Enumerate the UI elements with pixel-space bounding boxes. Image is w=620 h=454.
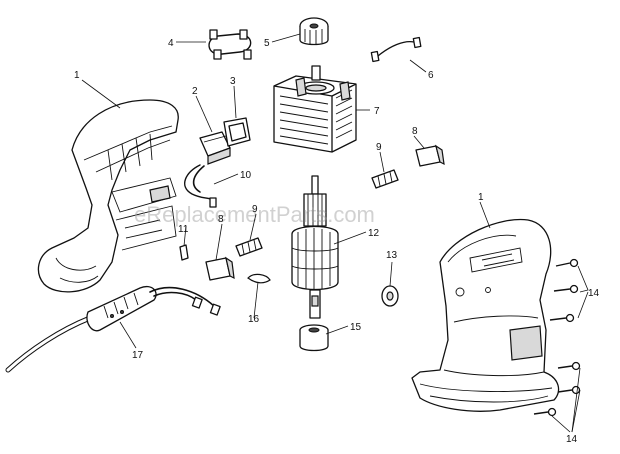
callout-8-bottom: 8 — [218, 214, 224, 225]
callout-7: 7 — [374, 106, 380, 117]
field-stator[interactable] — [273, 65, 357, 153]
callout-9-top: 9 — [376, 142, 382, 153]
callout-9-bottom: 9 — [252, 204, 258, 215]
bearing[interactable] — [299, 324, 329, 352]
right-housing-half[interactable] — [411, 218, 560, 412]
wire-harness[interactable] — [183, 164, 217, 208]
leader-lines — [81, 33, 589, 433]
callout-5: 5 — [264, 38, 270, 49]
carbon-brush-bottom[interactable] — [235, 237, 263, 257]
callout-16: 16 — [248, 314, 260, 325]
callout-14-top: 14 — [588, 288, 600, 299]
callout-6: 6 — [428, 70, 434, 81]
brush-holder-top[interactable] — [415, 144, 445, 167]
switch[interactable] — [199, 131, 231, 165]
armature[interactable] — [291, 175, 339, 319]
spring-11[interactable] — [179, 244, 189, 261]
clip-16[interactable] — [247, 273, 271, 284]
callout-3: 3 — [230, 76, 236, 87]
callout-13: 13 — [386, 250, 398, 261]
power-cord[interactable] — [5, 285, 221, 373]
carbon-brush-top[interactable] — [371, 169, 399, 189]
callouts: 1 2 3 4 5 6 7 8 9 10 9 8 11 12 13 1 14 1… — [74, 38, 600, 445]
washer[interactable] — [381, 285, 399, 307]
callout-12: 12 — [368, 228, 380, 239]
callout-1-left: 1 — [74, 70, 80, 81]
callout-2: 2 — [192, 86, 198, 97]
wire-lead-4[interactable] — [208, 29, 252, 60]
callout-11: 11 — [178, 224, 189, 235]
wire-lead-6[interactable] — [370, 36, 422, 63]
screws-lower[interactable] — [533, 361, 581, 417]
callout-4: 4 — [168, 38, 174, 49]
screws-upper[interactable] — [549, 258, 579, 323]
fan[interactable] — [299, 17, 329, 46]
callout-10: 10 — [240, 170, 252, 181]
callout-17: 17 — [132, 350, 144, 361]
callout-8-top: 8 — [412, 126, 418, 137]
watermark-text: eReplacementParts.com — [134, 202, 375, 227]
callout-15: 15 — [350, 322, 362, 333]
callout-1-right: 1 — [478, 192, 484, 203]
switch-cover[interactable] — [223, 117, 251, 147]
callout-14-bottom: 14 — [566, 434, 578, 445]
brush-holder-bottom[interactable] — [205, 256, 235, 281]
left-housing-half[interactable] — [37, 99, 179, 293]
